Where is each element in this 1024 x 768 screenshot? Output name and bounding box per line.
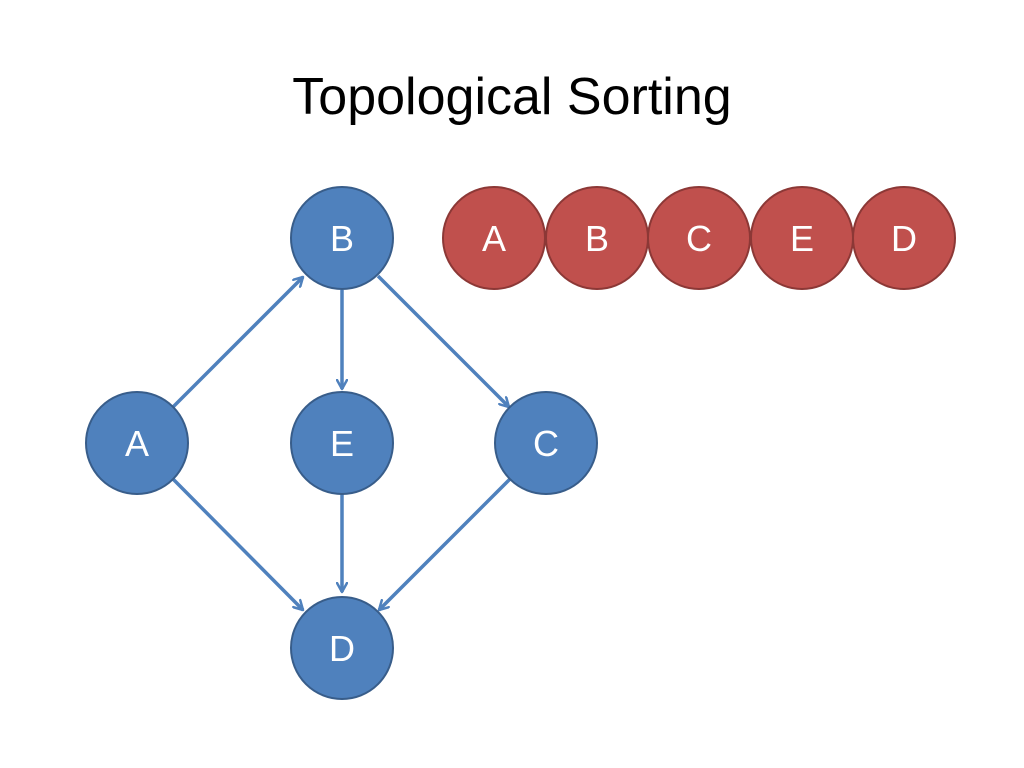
- sorted-node-5-label: D: [891, 218, 917, 259]
- graph-nodes: B A E C D: [85, 186, 598, 700]
- graph-node-a-label: A: [125, 423, 149, 464]
- edge-a-to-b: [171, 277, 303, 409]
- graph-node-d-label: D: [329, 628, 355, 669]
- graph-node-c-label: C: [533, 423, 559, 464]
- graph-edges: [171, 274, 512, 610]
- graph-node-e-label: E: [330, 423, 354, 464]
- graph-node-b-label: B: [330, 218, 354, 259]
- sorted-node-1: A: [442, 186, 546, 290]
- sorted-node-1-label: A: [482, 218, 506, 259]
- edge-a-to-d: [171, 477, 303, 610]
- graph-node-c: C: [494, 391, 598, 495]
- graph-node-a: A: [85, 391, 189, 495]
- sorted-order-row: A B C E D: [442, 186, 956, 290]
- graph-node-b: B: [290, 186, 394, 290]
- sorted-node-3-label: C: [686, 218, 712, 259]
- sorted-node-4: E: [750, 186, 854, 290]
- sorted-node-3: C: [647, 186, 751, 290]
- slide-title: Topological Sorting: [292, 68, 732, 126]
- edge-b-to-c: [376, 274, 509, 407]
- sorted-node-2: B: [545, 186, 649, 290]
- sorted-node-2-label: B: [585, 218, 609, 259]
- graph-node-d: D: [290, 596, 394, 700]
- edge-c-to-d: [379, 477, 512, 610]
- graph-node-e: E: [290, 391, 394, 495]
- sorted-node-4-label: E: [790, 218, 814, 259]
- sorted-node-5: D: [852, 186, 956, 290]
